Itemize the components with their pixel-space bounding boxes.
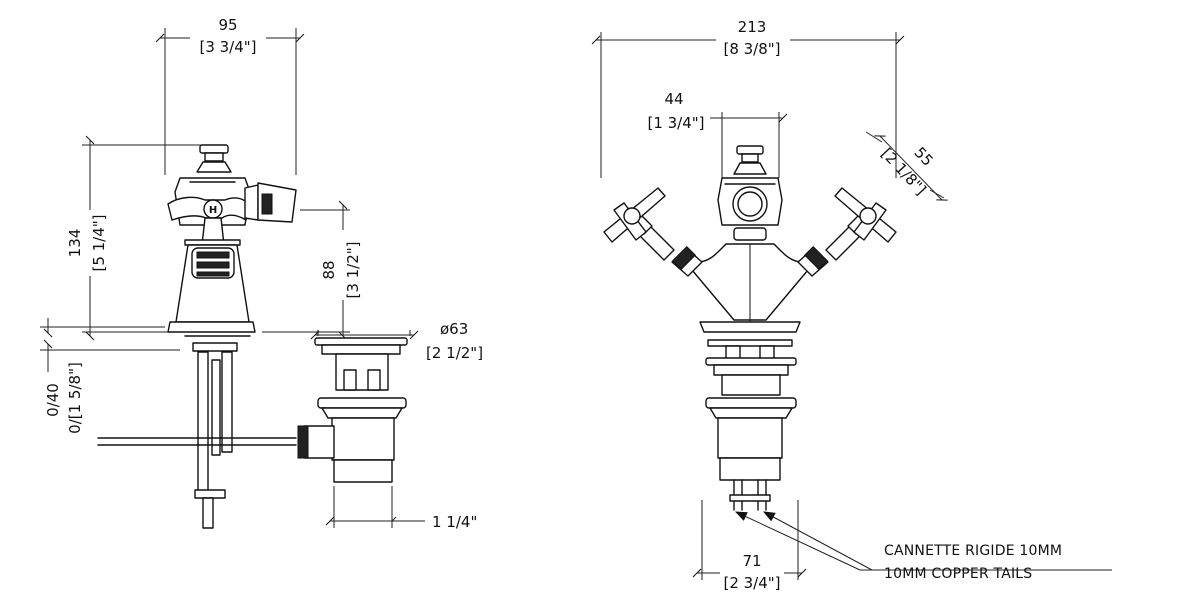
svg-text:H: H bbox=[209, 205, 217, 216]
front-tap-body bbox=[603, 145, 897, 361]
right-handle bbox=[797, 187, 897, 277]
deck-thickness-inch-label: 0/[1 5/8"] bbox=[66, 362, 84, 434]
overall-width-dimension: 213 [8 3/8"] bbox=[591, 18, 905, 178]
overall-width-inch-label: [8 3/8"] bbox=[723, 40, 780, 58]
width-mm-label: 95 bbox=[218, 16, 237, 34]
width-dimension: 95 [3 3/4"] bbox=[155, 16, 305, 175]
tails-spacing-mm-label: 71 bbox=[742, 552, 761, 570]
copper-tails-note: CANNETTE RIGIDE 10MM 10MM COPPER TAILS bbox=[734, 511, 1112, 582]
handle-span-dimension: 55 [2 1/8"] bbox=[865, 131, 948, 201]
spout-width-mm-label: 44 bbox=[664, 90, 683, 108]
height-inch-label: [5 1/4"] bbox=[90, 214, 108, 271]
side-tap-body: H bbox=[97, 144, 297, 529]
tails-spacing-dimension: 71 [2 3/4"] bbox=[692, 500, 807, 592]
handle-span-mm-label: 55 bbox=[911, 143, 937, 169]
spout-width-inch-label: [1 3/4"] bbox=[647, 114, 704, 132]
height-mm-label: 134 bbox=[66, 229, 84, 258]
deck-thickness-dimension: 0/40 0/[1 5/8"] bbox=[40, 318, 180, 434]
waste-thread-dimension: 1 1/4" bbox=[325, 486, 477, 531]
spout-width-dimension: 44 [1 3/4"] bbox=[647, 90, 788, 178]
side-view: 95 [3 3/4"] 134 [5 1/4"] 88 [3 1/2"] bbox=[40, 16, 483, 531]
waste-diameter-mm-label: ø63 bbox=[440, 320, 468, 338]
height-dimension: 134 [5 1/4"] bbox=[66, 135, 205, 341]
side-waste bbox=[297, 337, 408, 483]
note-line1: CANNETTE RIGIDE 10MM bbox=[884, 543, 1062, 559]
front-view: 213 [8 3/8"] 44 [1 3/4"] 55 [2 1/8"] bbox=[591, 18, 1112, 592]
waste-thread-label: 1 1/4" bbox=[432, 513, 477, 531]
overall-width-mm-label: 213 bbox=[738, 18, 767, 36]
tails-spacing-inch-label: [2 3/4"] bbox=[723, 574, 780, 592]
spout-height-inch-label: [3 1/2"] bbox=[344, 241, 362, 298]
note-line2: 10MM COPPER TAILS bbox=[884, 566, 1032, 582]
left-handle bbox=[603, 187, 703, 277]
width-inch-label: [3 3/4"] bbox=[199, 38, 256, 56]
waste-diameter-dimension: ø63 [2 1/2"] bbox=[310, 320, 483, 362]
waste-diameter-inch-label: [2 1/2"] bbox=[426, 344, 483, 362]
deck-thickness-mm-label: 0/40 bbox=[44, 383, 62, 417]
spout-height-dimension: 88 [3 1/2"] bbox=[262, 200, 362, 341]
front-waste bbox=[705, 357, 797, 511]
spout-height-mm-label: 88 bbox=[320, 260, 338, 279]
